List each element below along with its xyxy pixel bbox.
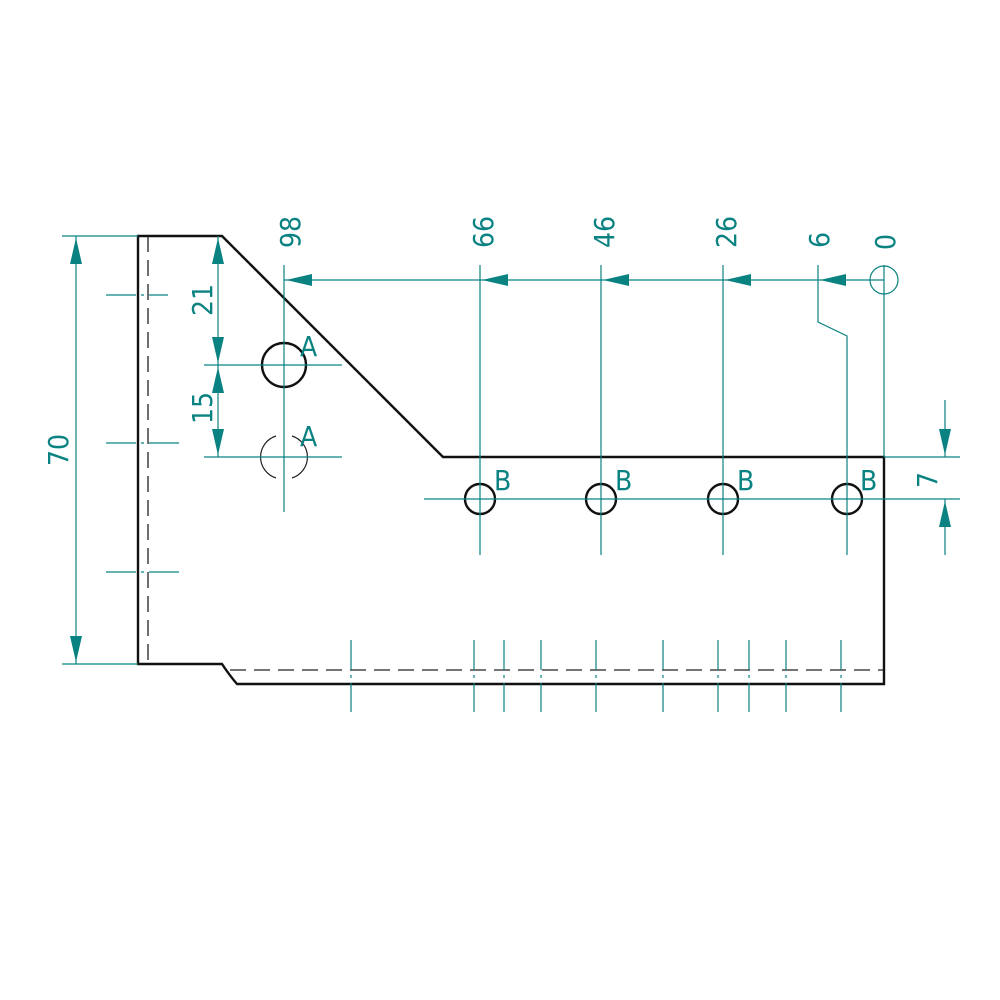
ordinate-label-26: 26	[710, 216, 743, 248]
ordinate-dimension	[283, 265, 899, 555]
hole-b-label: B	[860, 464, 877, 497]
hole-b-label: B	[737, 464, 754, 497]
dimension-label-7: 7	[911, 472, 944, 488]
ordinate-label-66: 66	[467, 216, 500, 248]
part-outline	[136, 234, 886, 686]
ordinate-label-46: 46	[588, 216, 621, 248]
hole-b-label: B	[615, 464, 632, 497]
dimension-label-21: 21	[186, 284, 219, 316]
dimension-21-15	[204, 236, 342, 458]
ordinate-label-6: 6	[803, 232, 836, 248]
hole-b-label: B	[494, 464, 511, 497]
bottom-centerlines	[350, 640, 842, 712]
hole-a-label: A	[300, 330, 318, 363]
ordinate-label-98: 98	[274, 216, 307, 248]
hole-a-label: A	[300, 420, 318, 453]
dimension-7	[424, 400, 960, 555]
dimension-label-15: 15	[186, 392, 219, 424]
dimension-70	[62, 235, 138, 665]
ordinate-label-0: 0	[869, 234, 902, 250]
dimension-label-70: 70	[42, 434, 75, 466]
